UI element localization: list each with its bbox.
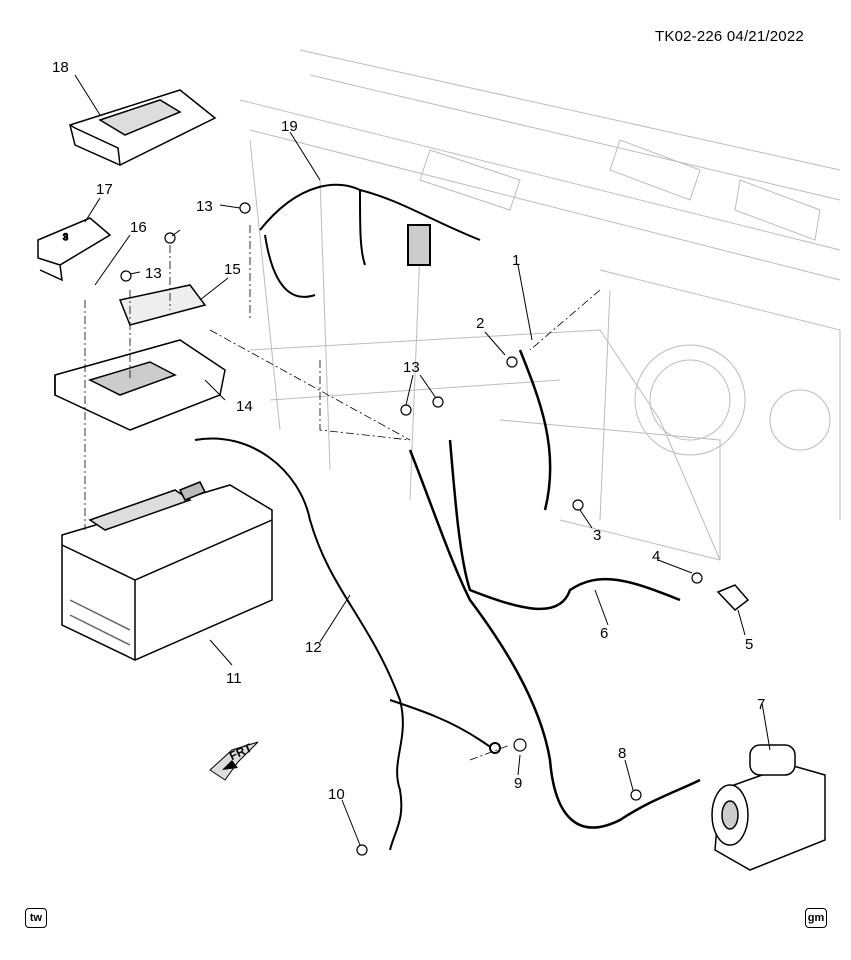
alignment-lines [84,225,601,761]
starter-part-7 [711,744,826,871]
figure-header: TK02-226 04/21/2022 [655,28,804,45]
callout-2: 2 [476,315,485,332]
callout-16: 16 [130,219,147,236]
frt-arrow-icon [209,741,259,781]
callout-8: 8 [618,745,627,762]
cable-part-12 [194,437,501,851]
callout-17: 17 [96,181,113,198]
module-part-18 [69,89,217,166]
callout-18: 18 [52,59,69,76]
callout-9: 9 [514,775,523,792]
callout-6: 6 [600,625,609,642]
callout-13b: 13 [145,265,162,282]
callout-10: 10 [328,786,345,803]
fuse-box-part-14 [54,284,226,431]
cap-part-5 [716,584,750,612]
callout-4: 4 [652,548,661,565]
callout-7: 7 [757,696,766,713]
svg-text:3: 3 [63,232,68,242]
callout-13a: 13 [196,198,213,215]
cable-part-positive [408,349,701,829]
cover-part-17: 3 [37,217,112,282]
callout-11: 11 [226,670,242,687]
callout-12: 12 [305,639,322,656]
leader-lines [74,74,771,846]
tw-badge-icon: tw [25,908,47,928]
callout-5: 5 [745,636,754,653]
callout-1: 1 [512,252,521,269]
fasteners [120,202,703,856]
figure-id: TK02-226 [655,28,723,45]
harness-part-19 [259,183,481,298]
vehicle-body-structure [239,49,841,561]
callout-14: 14 [236,398,253,415]
callout-13c: 13 [403,359,420,376]
callout-15: 15 [224,261,241,278]
figure-date: 04/21/2022 [726,28,804,45]
battery-part-11 [61,481,273,661]
callout-3: 3 [593,527,602,544]
callout-19: 19 [281,118,298,135]
gm-logo-icon: gm [805,908,827,928]
